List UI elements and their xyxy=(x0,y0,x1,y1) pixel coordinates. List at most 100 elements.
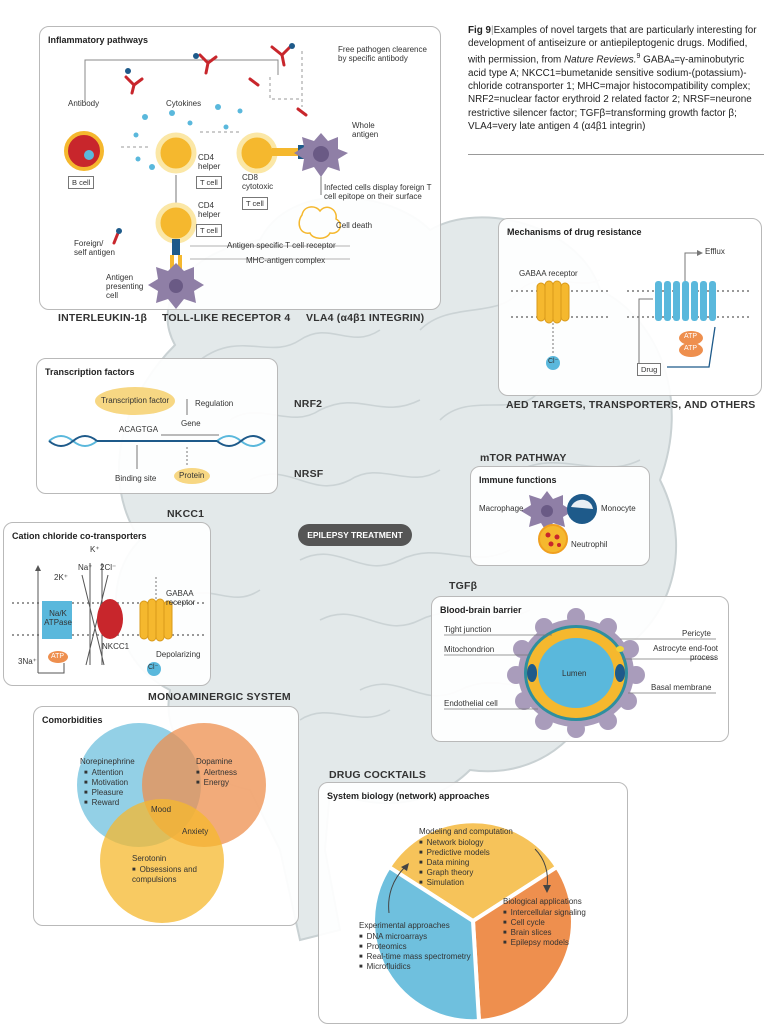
astrocyte-label: Astrocyte end-foot process xyxy=(653,644,718,663)
panel-title: Immune functions xyxy=(479,475,557,485)
bio-list: Intercellular signaling Cell cycle Brain… xyxy=(503,908,586,948)
b-cell-box: B cell xyxy=(68,176,95,189)
serotonin-label: Serotonin xyxy=(132,854,167,863)
list-item: Obsessions and compulsions xyxy=(132,865,232,885)
drug-resistance-panel: Mechanisms of drug resistance GABAA rece… xyxy=(498,218,762,396)
immune-diagram xyxy=(521,491,597,554)
mhc-label: MHC-antigen complex xyxy=(246,256,326,265)
list-item: Motivation xyxy=(84,778,128,788)
system-biology-panel: System biology (network) approaches Mode… xyxy=(318,782,628,1024)
nak-atpase-label: Na/K ATPase xyxy=(44,609,72,628)
panel-title: Blood-brain barrier xyxy=(440,605,522,615)
list-item: Energy xyxy=(196,778,237,788)
list-item: Alertness xyxy=(196,768,237,778)
list-item: Pleasure xyxy=(84,788,128,798)
section-nkcc1: NKCC1 xyxy=(167,508,205,520)
2cl-label: 2Cl⁻ xyxy=(100,563,117,572)
panel-title: Mechanisms of drug resistance xyxy=(507,227,642,237)
atp-label-2: ATP xyxy=(684,345,698,352)
list-item: Network biology xyxy=(419,838,490,848)
tight-junction-label: Tight junction xyxy=(444,625,492,634)
depolarizing-label: Depolarizing xyxy=(156,650,201,659)
cell-death-label: Cell death xyxy=(336,221,373,230)
blood-brain-barrier-panel: Blood-brain barrier Tight junction Mitoc… xyxy=(431,596,729,742)
list-item: Intercellular signaling xyxy=(503,908,586,918)
tcr-label: Antigen specific T cell receptor xyxy=(227,241,336,250)
inflammatory-pathways-panel: Inflammatory pathways xyxy=(39,26,441,310)
cytokines-label: Cytokines xyxy=(166,99,202,108)
3na-label: 3Na⁺ xyxy=(18,657,37,666)
cd8-cytotoxic-label: CD8 cytotoxic xyxy=(242,173,274,192)
immune-functions-panel: Immune functions Macrophage Monocyte Neu… xyxy=(470,466,650,566)
atp-label-1: ATP xyxy=(684,333,698,340)
section-aed: AED TARGETS, TRANSPORTERS, AND OTHERS xyxy=(506,399,756,411)
bbb-diagram xyxy=(444,608,716,738)
list-item: DNA microarrays xyxy=(359,932,471,942)
list-item: Microfluidics xyxy=(359,962,471,972)
transcription-factors-panel: Transcription factors Transcription fact… xyxy=(36,358,278,494)
cation-diagram xyxy=(12,563,204,676)
exp-label: Experimental approaches xyxy=(359,921,450,930)
caption-source: Nature Reviews. xyxy=(564,54,637,66)
infected-cells-label: Infected cells display foreign T cell ep… xyxy=(324,183,432,202)
apc-label: Antigen presenting cell xyxy=(106,273,144,301)
t-cell-box-3: T cell xyxy=(196,224,222,237)
exp-list: DNA microarrays Proteomics Real-time mas… xyxy=(359,932,471,972)
cd4-helper-label-1: CD4 helper xyxy=(198,153,221,172)
section-nrsf: NRSF xyxy=(294,468,324,480)
list-item: Predictive models xyxy=(419,848,490,858)
modeling-list: Network biology Predictive models Data m… xyxy=(419,838,490,888)
list-item: Cell cycle xyxy=(503,918,586,928)
norepinephrine-label: Norepinephrine xyxy=(80,757,135,766)
k-label: K⁺ xyxy=(90,545,100,554)
dopamine-label: Dopamine xyxy=(196,757,233,766)
list-item: Proteomics xyxy=(359,942,471,952)
panel-title: System biology (network) approaches xyxy=(327,791,490,801)
section-cocktails: DRUG COCKTAILS xyxy=(329,769,427,781)
basal-membrane-label: Basal membrane xyxy=(651,683,712,692)
venn-diagram xyxy=(77,723,266,923)
transcription-factor-label: Transcription factor xyxy=(101,396,170,405)
foreign-antigen-label: Foreign/ self antigen xyxy=(74,239,115,258)
protein-label: Protein xyxy=(179,471,205,480)
t-cell-box-2: T cell xyxy=(242,197,268,210)
panel-title: Transcription factors xyxy=(45,367,135,377)
mitochondrion-label: Mitochondrion xyxy=(444,645,495,654)
caption-fig-label: Fig 9 xyxy=(468,25,492,36)
caption-text: Examples of novel targets that are parti… xyxy=(468,25,757,66)
epilepsy-treatment-pill: EPILEPSY TREATMENT xyxy=(298,524,412,546)
free-pathogen-label: Free pathogen clearence by specific anti… xyxy=(338,45,427,64)
panel-title: Comorbidities xyxy=(42,715,103,725)
gaba-a-label: GABAA receptor xyxy=(166,589,196,608)
pericyte-label: Pericyte xyxy=(682,629,711,638)
section-nrf2: NRF2 xyxy=(294,398,323,410)
cd4-helper-label-2: CD4 helper xyxy=(198,201,221,220)
transcription-diagram xyxy=(48,387,266,484)
macrophage-label: Macrophage xyxy=(479,504,524,513)
figure-caption: Fig 9|Examples of novel targets that are… xyxy=(468,25,757,132)
whole-antigen-label: Whole antigen xyxy=(352,121,379,140)
dopamine-list: Alertness Energy xyxy=(196,768,237,788)
cation-chloride-panel: Cation chloride co-transporters K⁺ Na⁺ 2… xyxy=(3,522,211,686)
gaba-receptor-label: GABAA receptor xyxy=(519,269,578,278)
regulation-label: Regulation xyxy=(195,399,234,408)
monocyte-label: Monocyte xyxy=(601,504,636,513)
nkcc1-label: NKCC1 xyxy=(102,642,130,651)
list-item: Data mining xyxy=(419,858,490,868)
modeling-label: Modeling and computation xyxy=(419,827,513,836)
comorbidities-panel: Comorbidities Norepinephrine Attention M… xyxy=(33,706,299,926)
inflammatory-diagram xyxy=(64,43,350,309)
sequence-label: ACAGTGA xyxy=(119,425,159,434)
mood-label: Mood xyxy=(151,805,172,814)
list-item: Brain slices xyxy=(503,928,586,938)
atp-label: ATP xyxy=(51,653,65,660)
section-monoaminergic: MONOAMINERGIC SYSTEM xyxy=(148,691,291,703)
section-tgfb: TGFβ xyxy=(449,580,478,592)
lumen-label: Lumen xyxy=(562,669,587,678)
section-mtor: mTOR PATHWAY xyxy=(480,452,567,464)
section-interleukin: INTERLEUKIN-1β xyxy=(58,312,148,324)
norepinephrine-list: Attention Motivation Pleasure Reward xyxy=(84,768,128,808)
efflux-label: Efflux xyxy=(705,247,725,256)
panel-title: Inflammatory pathways xyxy=(48,35,149,45)
t-cell-box-1: T cell xyxy=(196,176,222,189)
